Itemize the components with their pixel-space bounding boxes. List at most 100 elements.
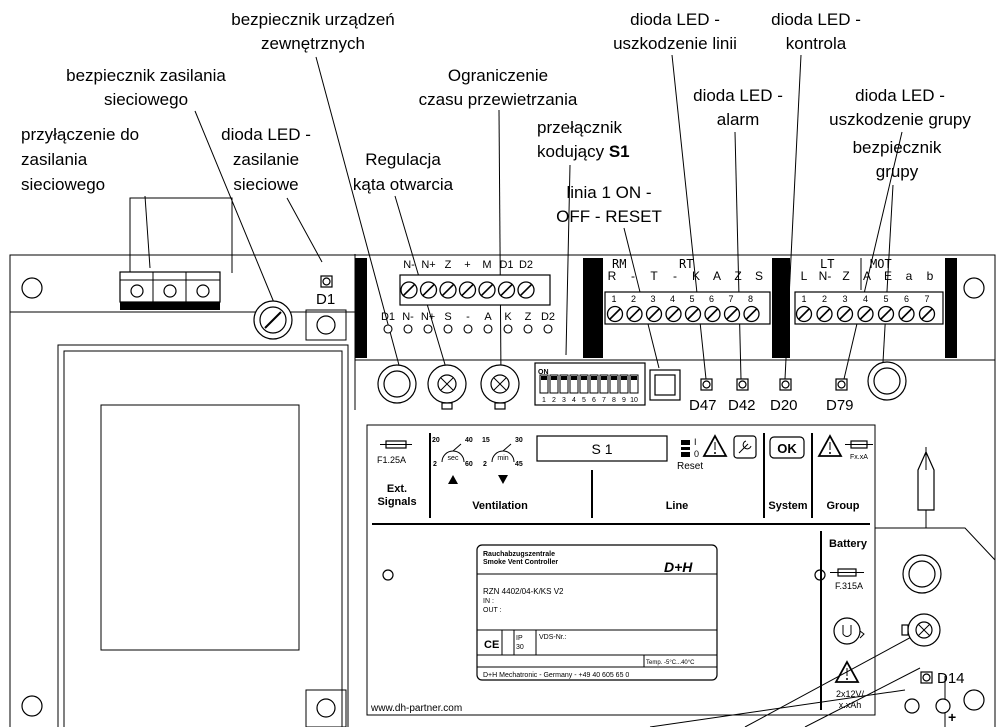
svg-text:LT: LT: [820, 257, 834, 271]
svg-text:OUT :: OUT :: [483, 607, 502, 614]
svg-text:linia 1 ON -: linia 1 ON -: [566, 183, 651, 202]
dip-switch-cell: [619, 374, 629, 394]
ext-terminal-screw: [439, 281, 457, 299]
svg-text:Regulacja: Regulacja: [365, 150, 441, 169]
annotation-ext-fuse: bezpiecznik urządzeń zewnętrznych: [231, 10, 394, 53]
s1-display: S 1: [536, 435, 668, 462]
svg-text:dioda LED -: dioda LED -: [855, 86, 945, 105]
dip-switch-cell: [569, 374, 579, 394]
svg-text:zewnętrznych: zewnętrznych: [261, 34, 365, 53]
lt-pin-label: b: [927, 269, 934, 283]
dip-switch-cell: [629, 374, 639, 394]
svg-text:kąta otwarcia: kąta otwarcia: [353, 175, 454, 194]
annotation-mains-connection: przyłączenie do zasilania sieciowego: [21, 125, 139, 194]
svg-text:MOT: MOT: [870, 257, 892, 271]
svg-text:System: System: [768, 500, 807, 512]
ext-terminal-bottom-label: D2: [541, 311, 555, 323]
svg-text:Ventilation: Ventilation: [472, 500, 528, 512]
rt-terminal-screw: [665, 305, 682, 323]
ext-terminal-screws: [400, 281, 535, 299]
lt-pin-number: 5: [883, 294, 888, 304]
ext-terminal-pin-holes: [383, 324, 553, 334]
svg-text:2x12V/: 2x12V/: [836, 689, 865, 699]
annotation-led-mains: dioda LED - zasilanie sieciowe: [221, 125, 311, 194]
angle-potentiometer: [427, 364, 467, 410]
svg-text:OFF - RESET: OFF - RESET: [556, 207, 662, 226]
svg-text:VDS-Nr.:: VDS-Nr.:: [539, 634, 567, 641]
rt-pin-number: 4: [670, 294, 675, 304]
svg-text:sec: sec: [448, 455, 459, 462]
battery-terminals: +: [904, 698, 956, 725]
warning-icon: [702, 434, 728, 457]
ext-terminal-pin-hole: [423, 324, 433, 334]
svg-text:przyłączenie do: przyłączenie do: [21, 125, 139, 144]
svg-text:I: I: [694, 437, 697, 447]
svg-text:bezpiecznik: bezpiecznik: [853, 138, 942, 157]
svg-text:min: min: [497, 455, 508, 462]
svg-text:30: 30: [516, 644, 524, 651]
rt-pin-label: -: [673, 269, 677, 283]
svg-text:Rauchabzugszentrale: Rauchabzugszentrale: [483, 551, 555, 558]
lt-terminal-screw: [816, 305, 833, 323]
battery-glass-fuse: [917, 447, 935, 528]
battery-warning-icon: [834, 660, 860, 683]
lt-pin-number: 7: [924, 294, 929, 304]
svg-text:30: 30: [515, 437, 523, 444]
svg-text:sieciowego: sieciowego: [104, 90, 188, 109]
ext-terminal-screw: [478, 281, 496, 299]
svg-text:20: 20: [432, 437, 440, 444]
dip-switch-number: 5: [582, 397, 586, 404]
dip-switch-number: 10: [630, 397, 638, 404]
dip-switch-number: 8: [612, 397, 616, 404]
svg-text:IN :: IN :: [483, 598, 494, 605]
rt-pin-number: 7: [728, 294, 733, 304]
rt-terminal-screw: [684, 305, 702, 323]
ext-terminal-bottom-label: K: [504, 311, 512, 323]
svg-text:D+H Mechatronic - Germany: D+H Mechatronic - Germany - +49 40 605 6…: [483, 672, 629, 679]
ext-terminal-bottom-label: S: [444, 311, 451, 323]
lt-pin-number: 4: [863, 294, 868, 304]
svg-text:D1: D1: [316, 291, 335, 308]
svg-text:D+H: D+H: [664, 559, 693, 575]
svg-text:S 1: S 1: [591, 441, 612, 457]
svg-text:RM: RM: [612, 257, 626, 271]
svg-text:zasilania: zasilania: [21, 150, 88, 169]
dip-switch-cell: [589, 374, 599, 394]
ext-terminal-top-label: D2: [519, 259, 533, 271]
svg-text:RT: RT: [679, 257, 693, 271]
rt-terminal-screw: [723, 305, 741, 323]
annotation-led-line: dioda LED - uszkodzenie linii: [613, 10, 737, 53]
lt-pin-label: N-: [819, 269, 832, 283]
rt-pin-label: Z: [734, 269, 741, 283]
svg-text:Ograniczenie: Ograniczenie: [448, 66, 548, 85]
lt-terminal-screw: [857, 305, 874, 323]
lt-terminal-screw: [836, 305, 854, 323]
svg-text:ON: ON: [538, 369, 549, 376]
reset-switch-symbol: I 0 Reset: [677, 437, 703, 472]
svg-text:Battery: Battery: [829, 538, 868, 550]
dip-switch-cell: [599, 374, 609, 394]
svg-text:przełącznik: przełącznik: [537, 118, 623, 137]
dip-switch-number: 9: [622, 397, 626, 404]
svg-text:www.dh-partner.com: www.dh-partner.com: [370, 703, 462, 714]
svg-text:uszkodzenie grupy: uszkodzenie grupy: [829, 110, 971, 129]
lt-pin-label: Z: [842, 269, 849, 283]
svg-text:CE: CE: [484, 639, 499, 651]
rt-pin-label: T: [650, 269, 658, 283]
dip-switch-cell: [579, 374, 589, 394]
mains-fuse-holder: [253, 300, 347, 727]
rt-pin-label: S: [755, 269, 763, 283]
lt-terminal-screw: [898, 305, 915, 323]
svg-text:Signals: Signals: [377, 496, 416, 508]
svg-text:Group: Group: [827, 500, 860, 512]
dip-switch-number: 7: [602, 397, 606, 404]
dip-switch-number: 1: [542, 397, 546, 404]
svg-text:0: 0: [694, 449, 699, 459]
svg-text:bezpiecznik zasilania: bezpiecznik zasilania: [66, 66, 226, 85]
reset-button: [649, 369, 681, 401]
rt-pin-number: 2: [631, 294, 636, 304]
ext-terminal-screw: [517, 281, 535, 299]
